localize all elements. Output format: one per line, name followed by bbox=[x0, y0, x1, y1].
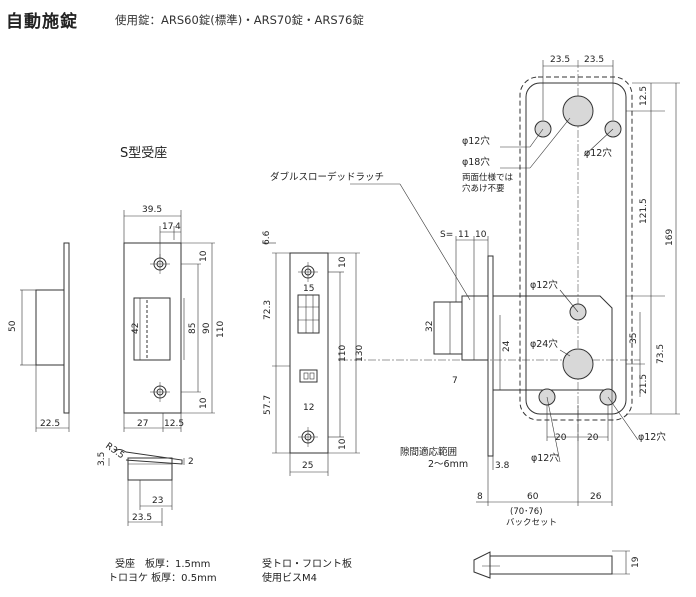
dim-front-130: 130 bbox=[355, 345, 365, 362]
dim-lock-35: 35 bbox=[629, 333, 639, 344]
backset-values: (70･76) bbox=[510, 507, 543, 517]
dim-front-12: 12 bbox=[303, 403, 314, 413]
dim-strike-17: 17 bbox=[162, 222, 173, 232]
dim-front-57-7: 57.7 bbox=[263, 395, 273, 415]
gap-label: 隙間適応範囲 bbox=[400, 446, 457, 458]
dim-front-10-top: 10 bbox=[338, 256, 348, 268]
dim-lock-32: 32 bbox=[425, 321, 435, 332]
dim-lock-11: 11 bbox=[458, 230, 469, 240]
dim-lock-169: 169 bbox=[665, 229, 675, 246]
dim-strike-39-5: 39.5 bbox=[142, 205, 162, 215]
dim-front-25: 25 bbox=[302, 461, 313, 471]
dim-lock-20-right: 20 bbox=[587, 433, 599, 443]
note-line2-b: 使用ビスM4 bbox=[262, 573, 317, 584]
dim-strike-22-5: 22.5 bbox=[40, 419, 60, 429]
dim-strike-85: 85 bbox=[188, 323, 198, 334]
dim-lock-121-5: 121.5 bbox=[639, 198, 649, 224]
note-line1-a: 受座 板厚：1.5mm bbox=[115, 559, 211, 570]
dim-front-6-6: 6.6 bbox=[262, 230, 272, 245]
note-line1-b: 受トロ・フロント板 bbox=[262, 559, 352, 570]
dim-front-72-3: 72.3 bbox=[263, 300, 273, 320]
dim-strike-42: 42 bbox=[131, 323, 141, 334]
dim-lock-23-5-left: 23.5 bbox=[550, 55, 570, 65]
dim-lock-19: 19 bbox=[631, 556, 641, 568]
backset-label: バックセット bbox=[506, 518, 557, 528]
dim-strike-3-5: 3.5 bbox=[97, 452, 107, 466]
dim-lock-20-left: 20 bbox=[555, 433, 567, 443]
page-title: 自動施錠 bbox=[6, 12, 78, 32]
dim-lock-26: 26 bbox=[590, 492, 602, 502]
gap-range: 2〜6mm bbox=[428, 459, 468, 470]
dim-strike-90: 90 bbox=[202, 322, 212, 334]
dim-lock-24: 24 bbox=[502, 340, 512, 352]
dim-strike-10-top: 10 bbox=[199, 250, 209, 262]
hole-12-label-c: φ12穴 bbox=[530, 279, 558, 291]
page-subtitle: 使用錠：ARS60錠(標準)・ARS70錠・ARS76錠 bbox=[115, 13, 364, 27]
dim-lock-21-5: 21.5 bbox=[639, 374, 649, 394]
dim-strike-27: 27 bbox=[137, 419, 148, 429]
dim-lock-7: 7 bbox=[452, 376, 458, 386]
hole-18-note-a: 両面仕様では bbox=[462, 172, 514, 183]
strike-front-view bbox=[123, 210, 215, 432]
strike-side-view bbox=[20, 242, 70, 432]
dim-lock-3-8: 3.8 bbox=[495, 461, 510, 471]
note-line2-a: トロヨケ 板厚：0.5mm bbox=[108, 573, 217, 584]
dim-strike-23-5: 23.5 bbox=[132, 513, 152, 523]
hole-18-label: φ18穴 bbox=[462, 156, 490, 168]
dim-front-10-bottom: 10 bbox=[338, 438, 348, 450]
dim-strike-10-bottom: 10 bbox=[199, 397, 209, 409]
latch-label: ダブルスローデッドラッチ bbox=[270, 171, 384, 183]
strike-section-label: S型受座 bbox=[120, 146, 168, 161]
dim-front-110: 110 bbox=[338, 345, 348, 362]
hole-24-label: φ24穴 bbox=[530, 338, 558, 350]
dim-strike-50: 50 bbox=[8, 320, 18, 332]
dim-strike-110: 110 bbox=[216, 321, 226, 338]
hole-12-label-e: φ12穴 bbox=[638, 431, 666, 443]
dim-strike-12-5: 12.5 bbox=[164, 419, 184, 429]
front-plate-view bbox=[262, 242, 360, 476]
dim-lock-60: 60 bbox=[527, 492, 539, 502]
dim-lock-23-5-right: 23.5 bbox=[584, 55, 604, 65]
dim-lock-s: S= bbox=[440, 230, 453, 240]
dim-lock-73-5: 73.5 bbox=[656, 344, 666, 364]
hole-12-label-d: φ12穴 bbox=[531, 452, 559, 464]
dim-lock-10: 10 bbox=[475, 230, 487, 240]
bolt-detail-view bbox=[473, 550, 630, 579]
strike-box-view bbox=[108, 449, 185, 526]
dim-strike-4: 4 bbox=[175, 222, 181, 232]
dim-lock-8: 8 bbox=[477, 492, 483, 502]
dim-front-15: 15 bbox=[303, 284, 314, 294]
hole-18-note-b: 穴あけ不要 bbox=[462, 183, 505, 194]
hole-12-label-a: φ12穴 bbox=[462, 135, 490, 147]
hole-12-label-b: φ12穴 bbox=[584, 147, 612, 159]
dim-strike-23: 23 bbox=[152, 496, 163, 506]
dim-lock-12-5: 12.5 bbox=[639, 86, 649, 106]
lock-body-view bbox=[340, 60, 680, 506]
dim-strike-2: 2 bbox=[188, 457, 194, 467]
